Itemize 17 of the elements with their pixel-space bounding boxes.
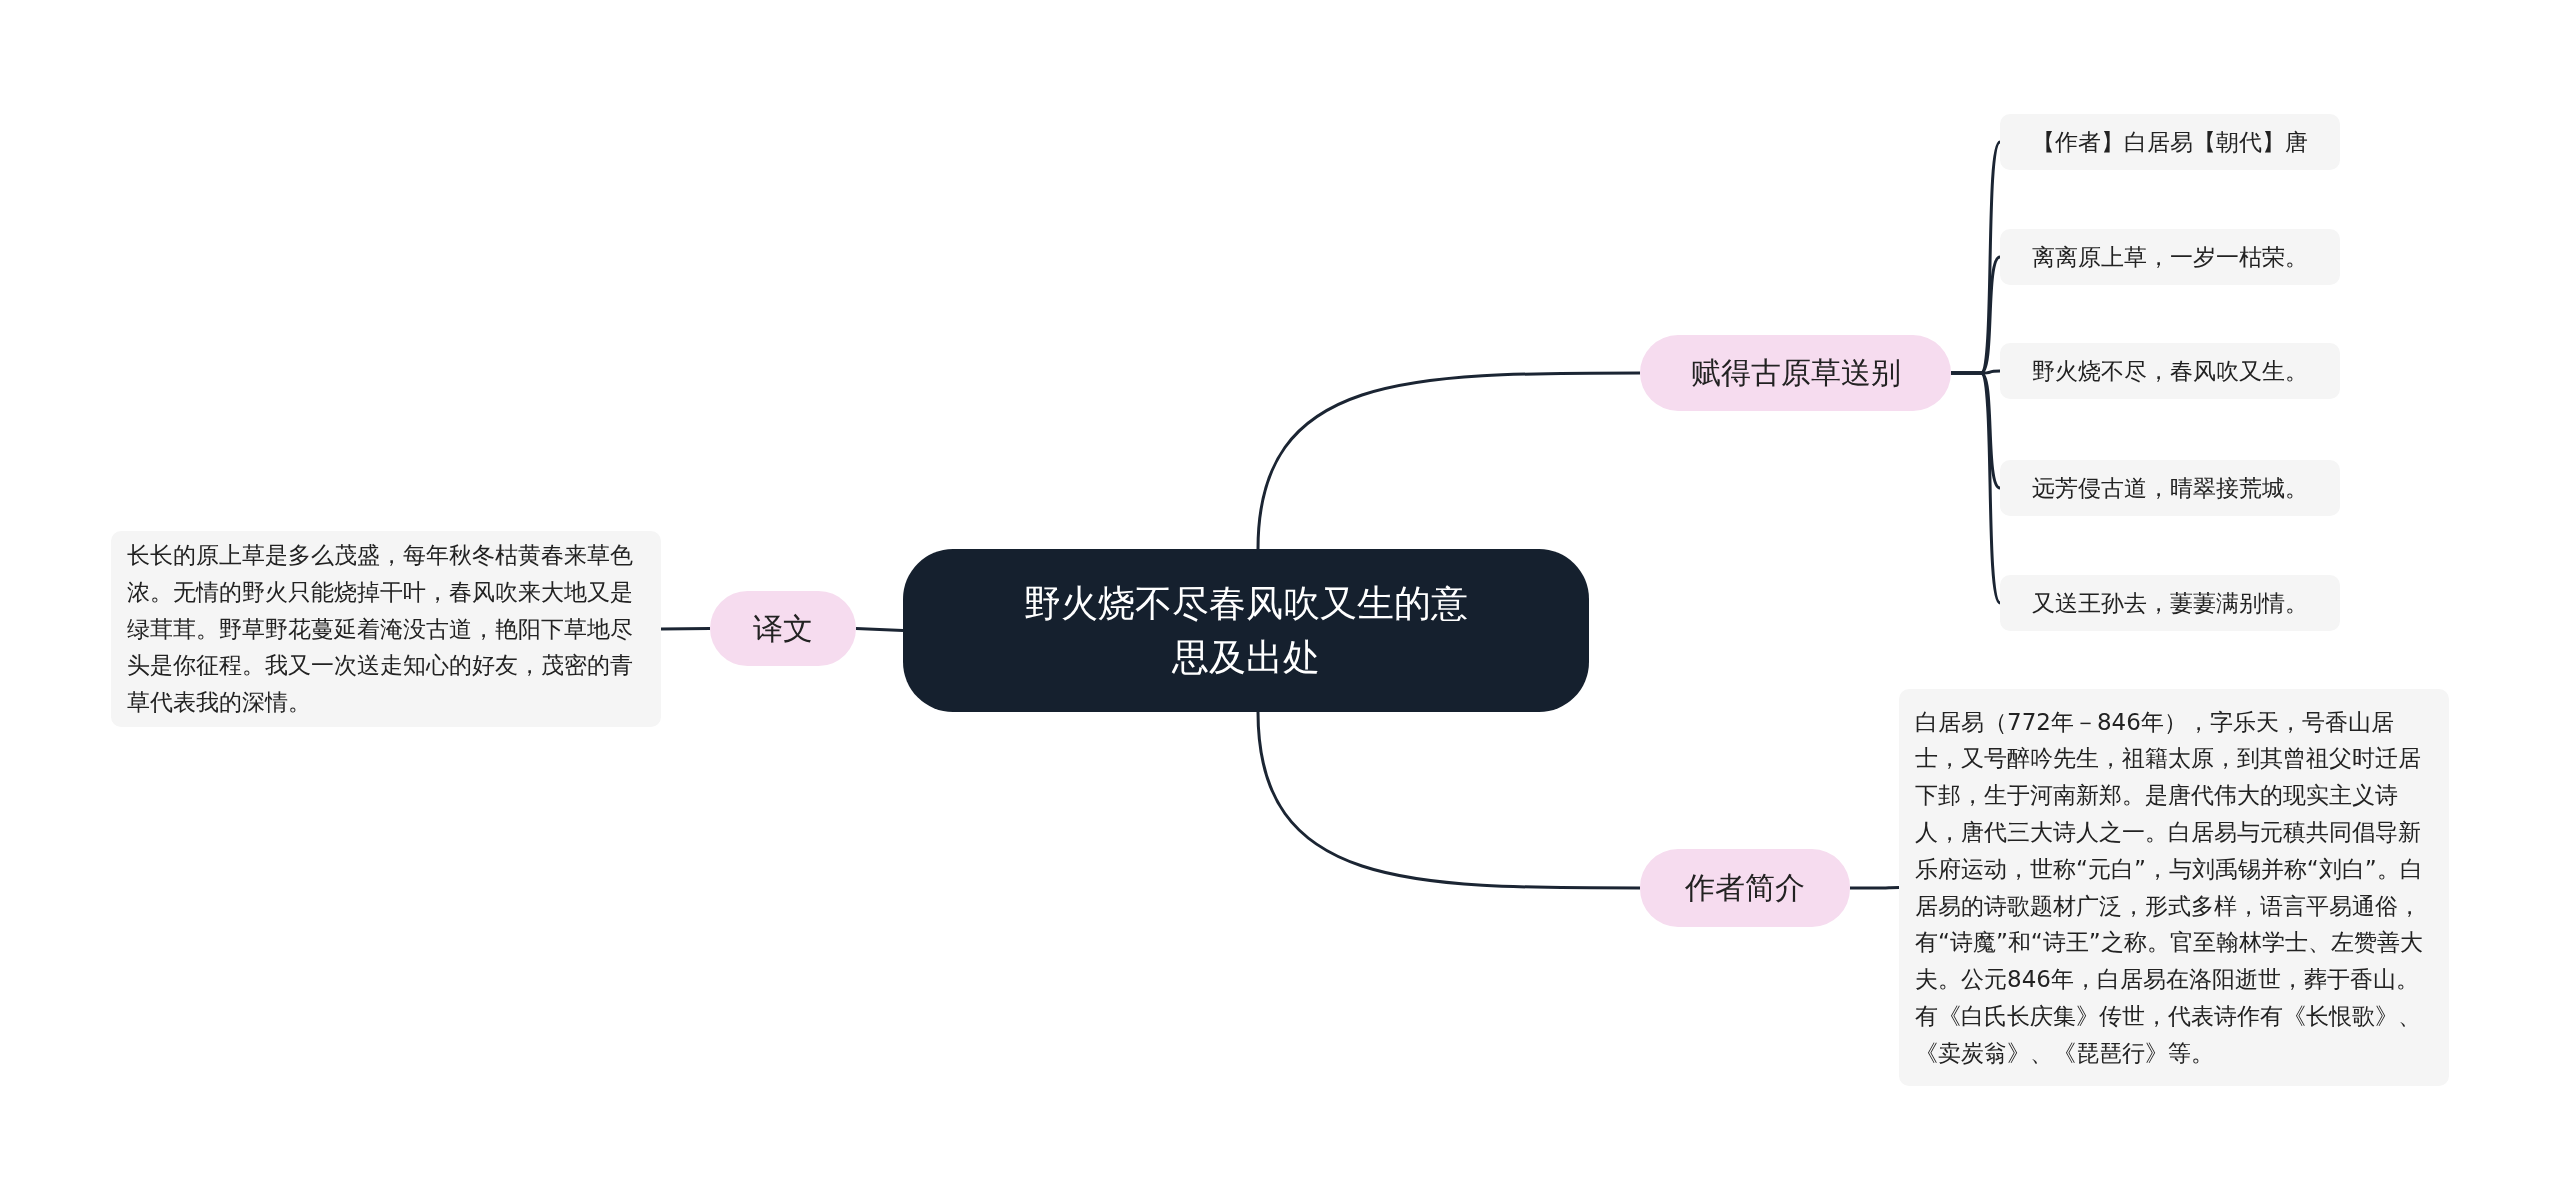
text-card: 又送王孙去，萋萋满别情。 [2000, 575, 2340, 631]
central-topic: 野火烧不尽春风吹又生的意思及出处 [903, 549, 1589, 712]
text-card: 【作者】白居易【朝代】唐 [2000, 114, 2340, 170]
text-card: 远芳侵古道，晴翠接荒城。 [2000, 460, 2340, 516]
topic-bubble: 译文 [710, 591, 856, 666]
connector-line [1850, 886, 1899, 890]
topic-bubble: 作者简介 [1640, 849, 1850, 927]
text-card: 离离原上草，一岁一枯荣。 [2000, 229, 2340, 285]
connector-line [1256, 371, 1640, 550]
connector-line [1256, 711, 1640, 890]
connector-line [855, 627, 904, 632]
text-card: 野火烧不尽，春风吹又生。 [2000, 343, 2340, 399]
text-card: 白居易（772年－846年），字乐天，号香山居士，又号醉吟先生，祖籍太原，到其曾祖父时迁居下邽，生于河南新郑。是唐代伟大的现实主义诗人，唐代三大诗人之一。白居易与元稹共同倡导新乐府运动，世称“元白”，与刘禹锡并称“刘白”。白居易的诗歌题材广泛，形式多样，语言平易通俗，有“诗魔”和“诗王”之称。官至翰林学士、左赞善大夫。公元846年，白居易在洛阳逝世，葬于香山。有《白氏长庆集》传世，代表诗作有《长恨歌》、《卖炭翁》、《琵琶行》等。 [1899, 689, 2449, 1086]
connector-line [661, 627, 710, 631]
text-card: 长长的原上草是多么茂盛，每年秋冬枯黄春来草色浓。无情的野火只能烧掉干叶，春风吹来大地又是绿茸茸。野草野花蔓延着淹没古道，艳阳下草地尽头是你征程。我又一次送走知心的好友，茂密的青草代表我的深情。 [111, 531, 661, 727]
topic-bubble: 赋得古原草送别 [1640, 335, 1951, 411]
connector-line [1951, 371, 2002, 604]
